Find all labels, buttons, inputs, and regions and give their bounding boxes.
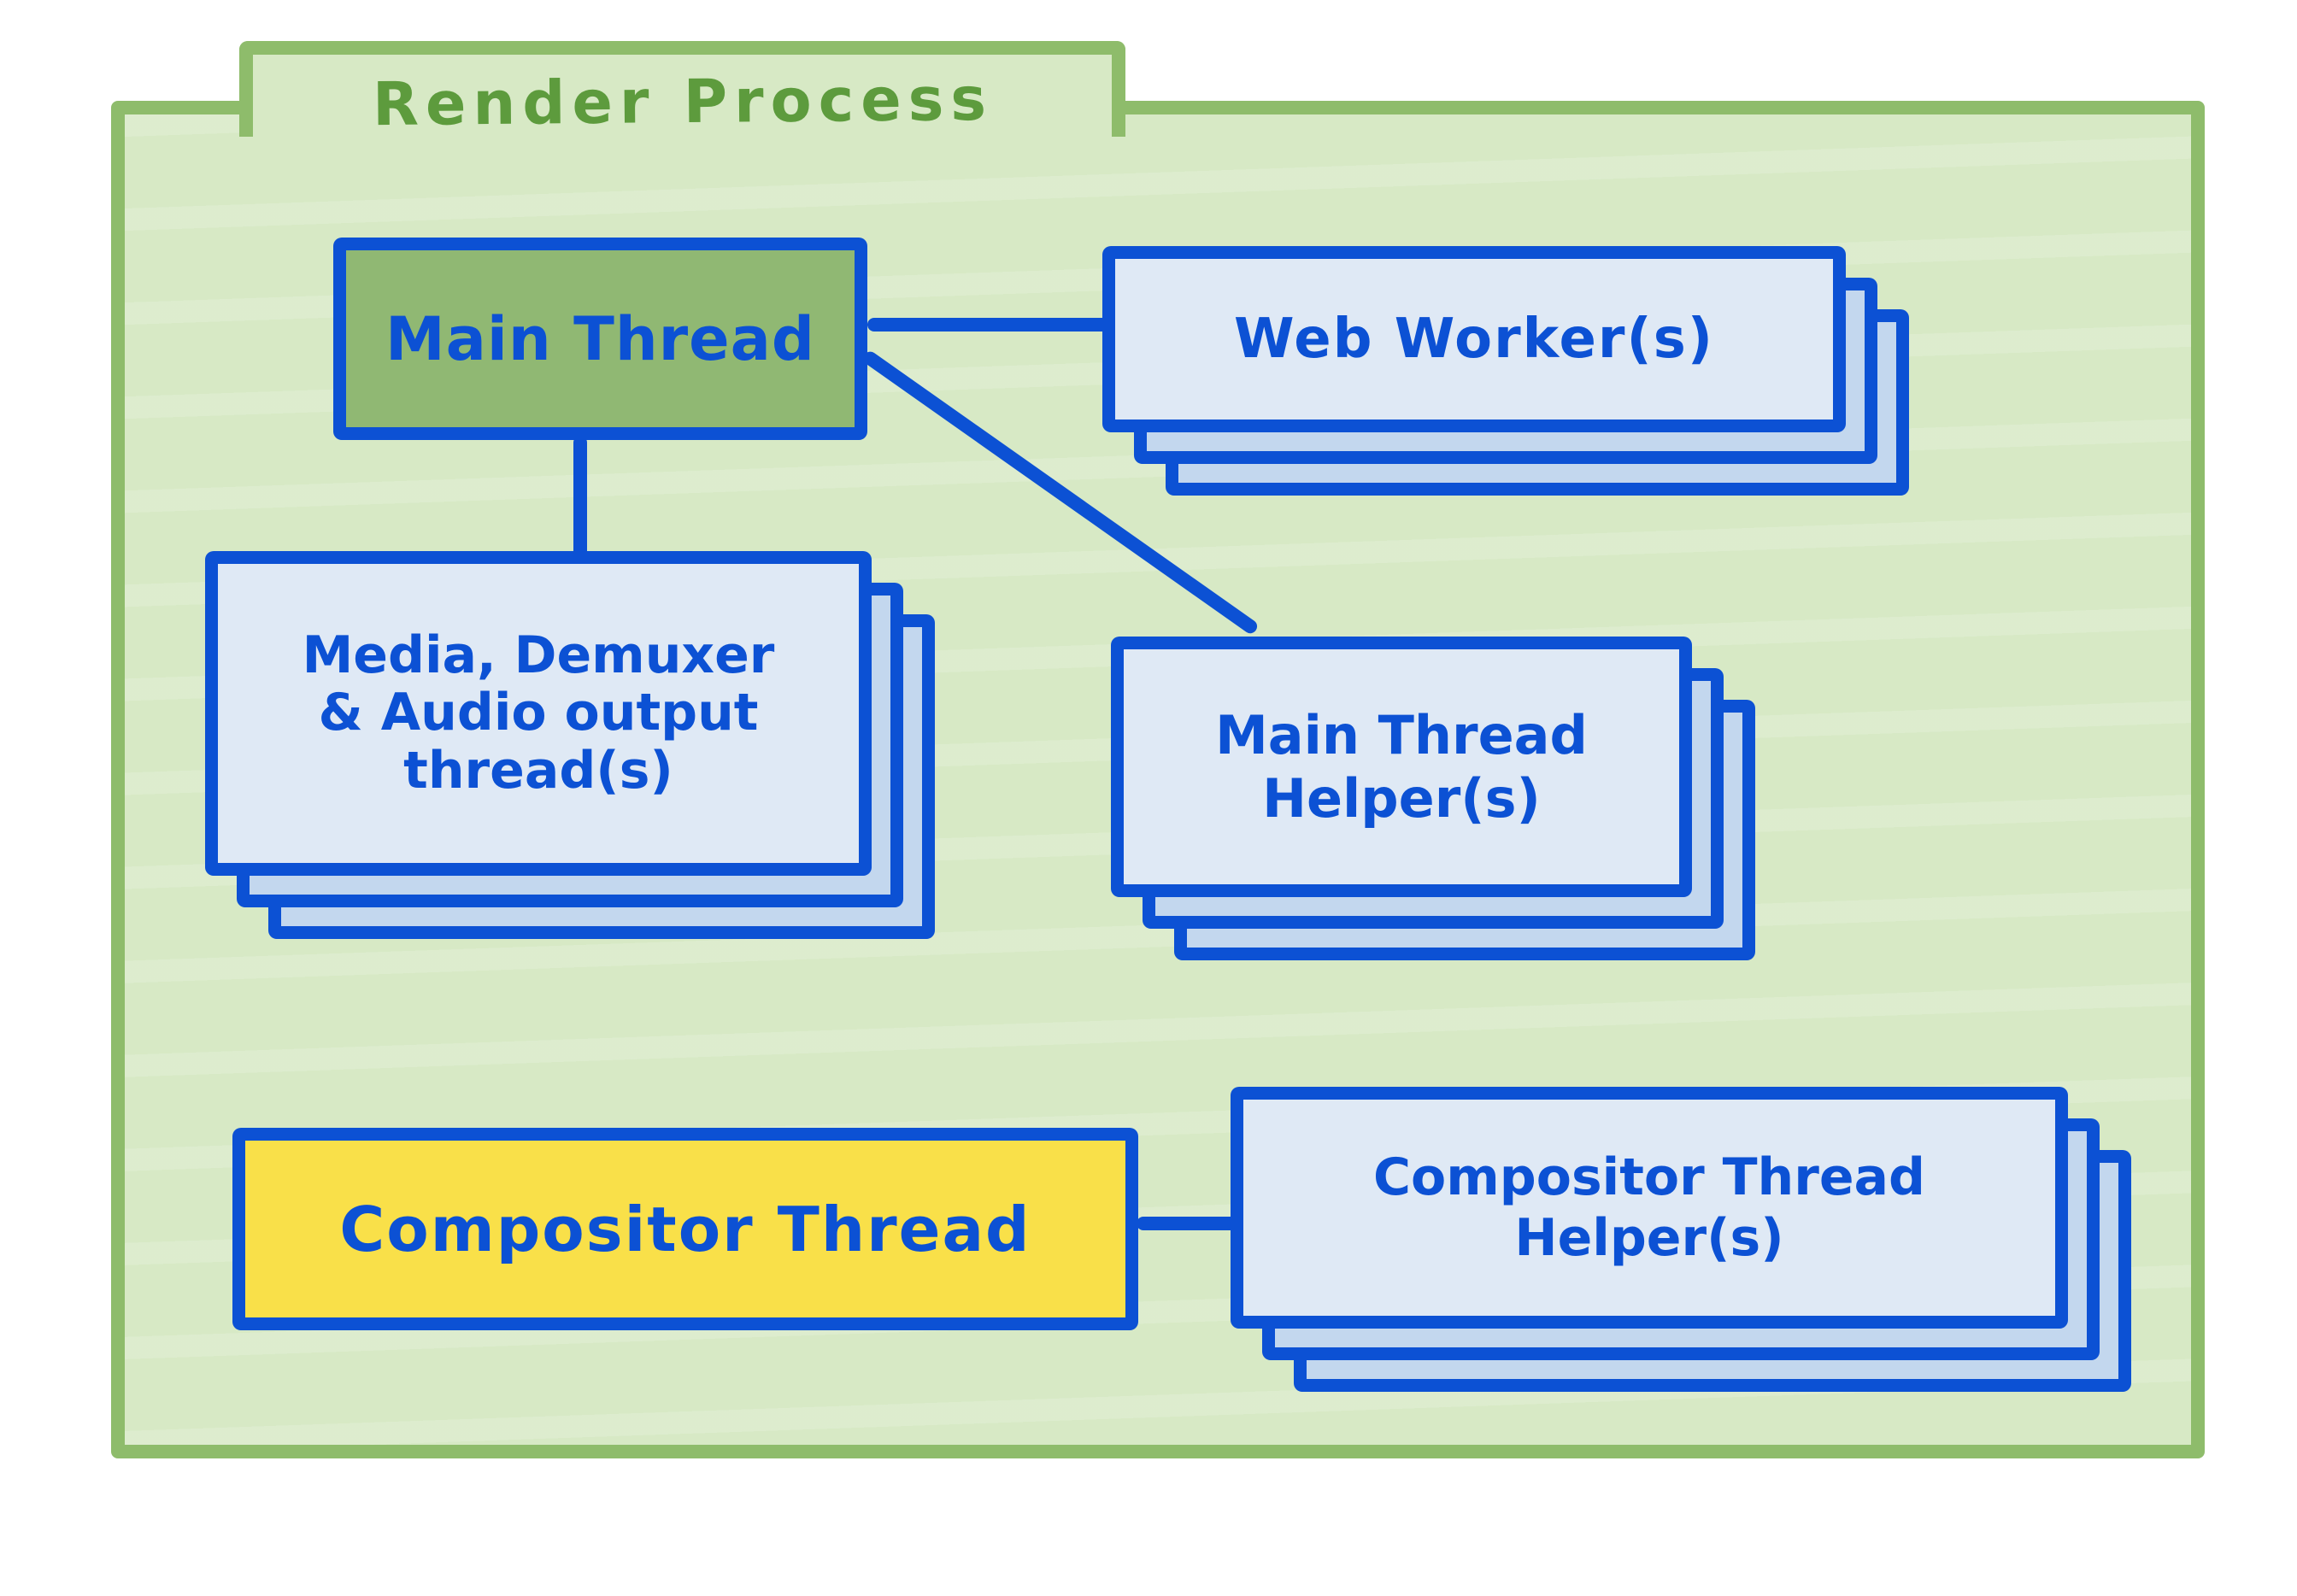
media-threads-label-line1: Media, Demuxer (302, 625, 775, 686)
connector-compositor-to-compositor-helpers (1137, 1217, 1243, 1230)
compositor-thread-label: Compositor Thread (339, 1193, 1031, 1265)
media-threads-label-line2: & Audio output (318, 683, 759, 743)
diagram-title: Render Process (372, 63, 993, 140)
render-process-folder-tab: Render Process (239, 41, 1125, 140)
node-main-thread: Main Thread (333, 238, 867, 440)
compositor-helpers-label-line1: Compositor Thread (1373, 1147, 1925, 1207)
web-workers-card-front: Web Worker(s) (1102, 246, 1846, 432)
compositor-helpers-label-line2: Helper(s) (1514, 1207, 1784, 1268)
media-threads-label-line3: thread(s) (403, 740, 673, 801)
connector-main-thread-to-media-threads (573, 436, 587, 560)
compositor-helpers-card-front: Compositor Thread Helper(s) (1231, 1087, 2068, 1329)
connector-main-thread-to-web-workers (867, 318, 1115, 332)
media-threads-card-front: Media, Demuxer & Audio output thread(s) (205, 551, 872, 876)
main-thread-helpers-label-line2: Helper(s) (1262, 766, 1541, 830)
main-thread-helpers-card-front: Main Thread Helper(s) (1111, 637, 1692, 897)
node-compositor-thread: Compositor Thread (232, 1128, 1138, 1330)
web-workers-label: Web Worker(s) (1233, 308, 1715, 371)
main-thread-label: Main Thread (385, 303, 816, 374)
main-thread-helpers-label-line1: Main Thread (1215, 704, 1588, 767)
